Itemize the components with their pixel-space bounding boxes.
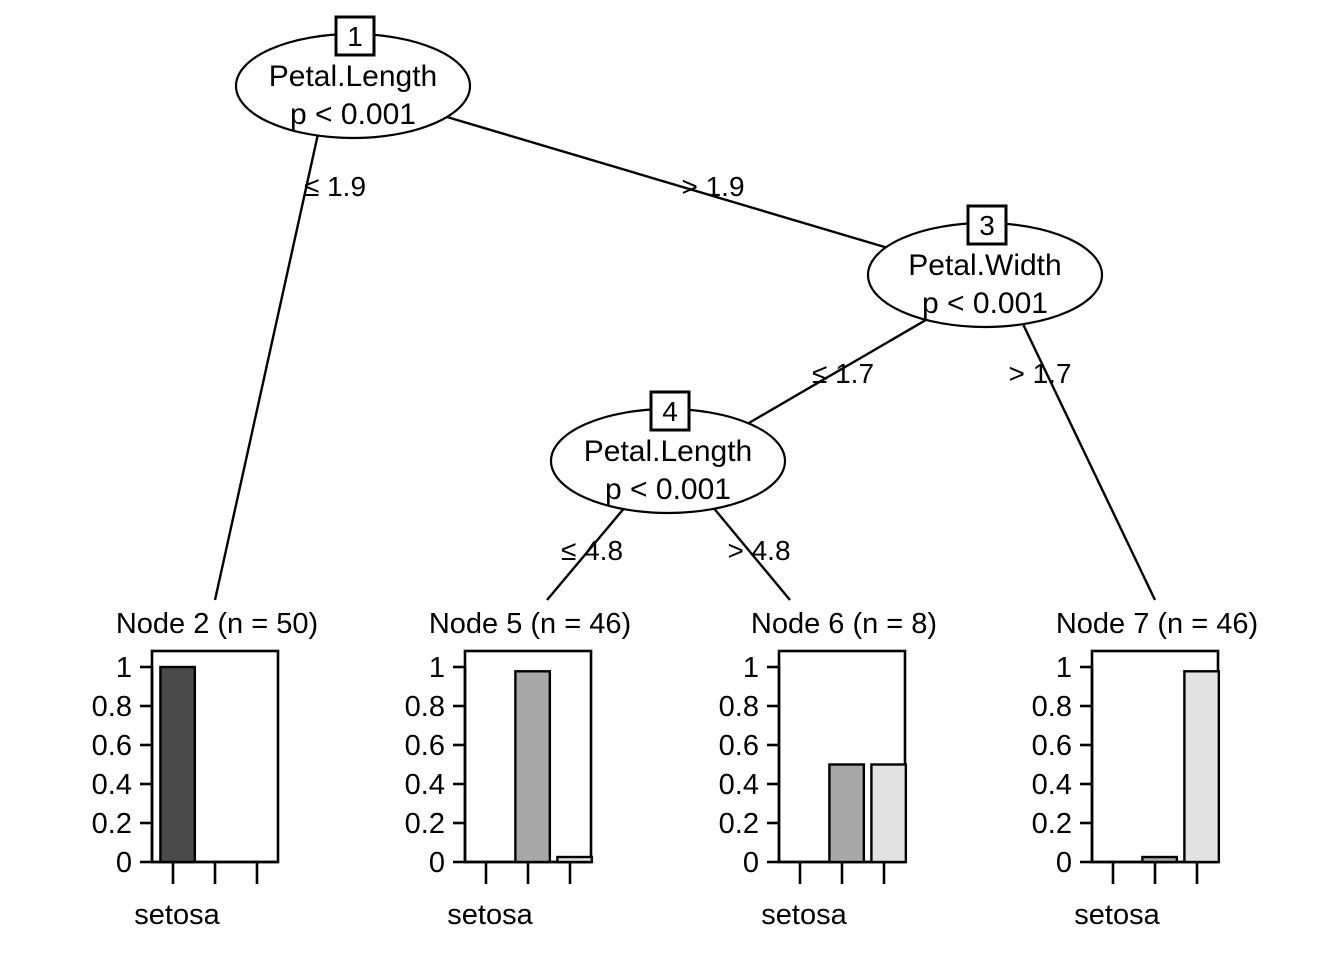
node-4-pvalue-label: p < 0.001 — [605, 473, 731, 506]
edge-label-1-to-3: > 1.9 — [681, 171, 744, 202]
node-1-variable-label: Petal.Length — [269, 60, 437, 93]
terminal-node-5-y-tick-label: 0.6 — [405, 730, 445, 762]
terminal-node-6-category-label: setosa — [761, 899, 847, 931]
edge-label-4-to-5: ≤ 4.8 — [561, 535, 623, 566]
node-3-variable-label: Petal.Width — [908, 249, 1061, 282]
terminal-node-6-title: Node 6 (n = 8) — [751, 608, 937, 640]
inner-node-1[interactable]: 1 Petal.Length p < 0.001 — [234, 15, 472, 140]
terminal-node-6-y-tick-label: 0.8 — [719, 691, 759, 723]
edge-3-to-4 — [741, 315, 932, 429]
terminal-node-2-y-tick-label: 0.2 — [92, 808, 132, 840]
terminal-node-6-y-tick-label: 0 — [743, 847, 759, 879]
terminal-node-2-y-tick-label: 0.4 — [92, 769, 132, 801]
node-3-id-label: 3 — [979, 210, 995, 241]
terminal-node-panels: Node 2 (n = 50)10.80.60.40.20setosaNode … — [92, 608, 1258, 931]
terminal-node-5-y-tick-label: 1 — [429, 652, 445, 684]
terminal-node-5-title: Node 5 (n = 46) — [429, 608, 631, 640]
edge-4-to-6 — [711, 505, 791, 601]
edge-label-1-to-2: ≤ 1.9 — [304, 171, 366, 202]
terminal-node-2-y-tick-label: 1 — [116, 652, 132, 684]
inner-node-3[interactable]: 3 Petal.Width p < 0.001 — [866, 204, 1104, 329]
edge-4-to-5 — [546, 505, 627, 601]
terminal-node-5-y-tick-label: 0.2 — [405, 808, 445, 840]
terminal-node-7-y-tick-label: 0.2 — [1032, 808, 1072, 840]
terminal-node-5-category-label: setosa — [447, 899, 533, 931]
terminal-node-7-y-tick-label: 0 — [1056, 847, 1072, 879]
edge-labels: ≤ 1.9 > 1.9 ≤ 1.7 > 1.7 ≤ 4.8 > 4.8 — [304, 171, 1072, 566]
terminal-node-2-bar-1 — [159, 665, 197, 864]
terminal-node-2-title: Node 2 (n = 50) — [116, 608, 318, 640]
node-1-id-label: 1 — [347, 21, 363, 52]
terminal-node-5-y-tick-label: 0 — [429, 847, 445, 879]
tree-edges — [213, 115, 1157, 601]
terminal-node-7-y-tick-label: 0.6 — [1032, 730, 1072, 762]
terminal-node-7-y-tick-label: 0.4 — [1032, 769, 1072, 801]
terminal-node-2-category-label: setosa — [134, 899, 220, 931]
terminal-node-6-bar-3 — [870, 763, 908, 864]
node-4-id-badge — [649, 390, 691, 432]
node-3-pvalue-label: p < 0.001 — [922, 287, 1048, 320]
terminal-node-5-y-tick-label: 0.4 — [405, 769, 445, 801]
terminal-node-7-y-tick-label: 1 — [1056, 652, 1072, 684]
node-4-variable-label: Petal.Length — [584, 435, 752, 468]
edge-3-to-7 — [1020, 321, 1157, 601]
inner-node-4[interactable]: 4 Petal.Length p < 0.001 — [549, 390, 787, 515]
terminal-node-6-y-tick-label: 0.6 — [719, 730, 759, 762]
edge-label-4-to-6: > 4.8 — [727, 535, 790, 566]
terminal-node-6-y-tick-label: 0.4 — [719, 769, 759, 801]
terminal-node-7-y-tick-label: 0.8 — [1032, 691, 1072, 723]
terminal-node-6-bar-2 — [828, 763, 866, 864]
edge-1-to-2 — [213, 133, 320, 601]
terminal-node-6-y-tick-label: 0.2 — [719, 808, 759, 840]
edge-label-3-to-7: > 1.7 — [1008, 358, 1071, 389]
terminal-node-7-category-label: setosa — [1074, 899, 1160, 931]
node-1-pvalue-label: p < 0.001 — [290, 98, 416, 131]
terminal-node-2-y-tick-label: 0.6 — [92, 730, 132, 762]
node-3-id-badge — [966, 204, 1008, 246]
terminal-node-2-y-tick-label: 0.8 — [92, 691, 132, 723]
terminal-node-5-y-tick-label: 0.8 — [405, 691, 445, 723]
terminal-node-7-title: Node 7 (n = 46) — [1056, 608, 1258, 640]
terminal-node-7-bar-3 — [1183, 670, 1221, 864]
terminal-node-5-bar-3 — [556, 855, 594, 864]
edge-1-to-3 — [446, 115, 889, 250]
edge-label-3-to-4: ≤ 1.7 — [812, 358, 874, 389]
node-1-id-badge — [334, 15, 376, 57]
node-4-id-label: 4 — [662, 396, 678, 427]
terminal-node-6-y-tick-label: 1 — [743, 652, 759, 684]
terminal-node-2-y-tick-label: 0 — [116, 847, 132, 879]
terminal-node-5-bar-2 — [514, 670, 552, 864]
terminal-node-7-bar-2 — [1141, 855, 1179, 864]
